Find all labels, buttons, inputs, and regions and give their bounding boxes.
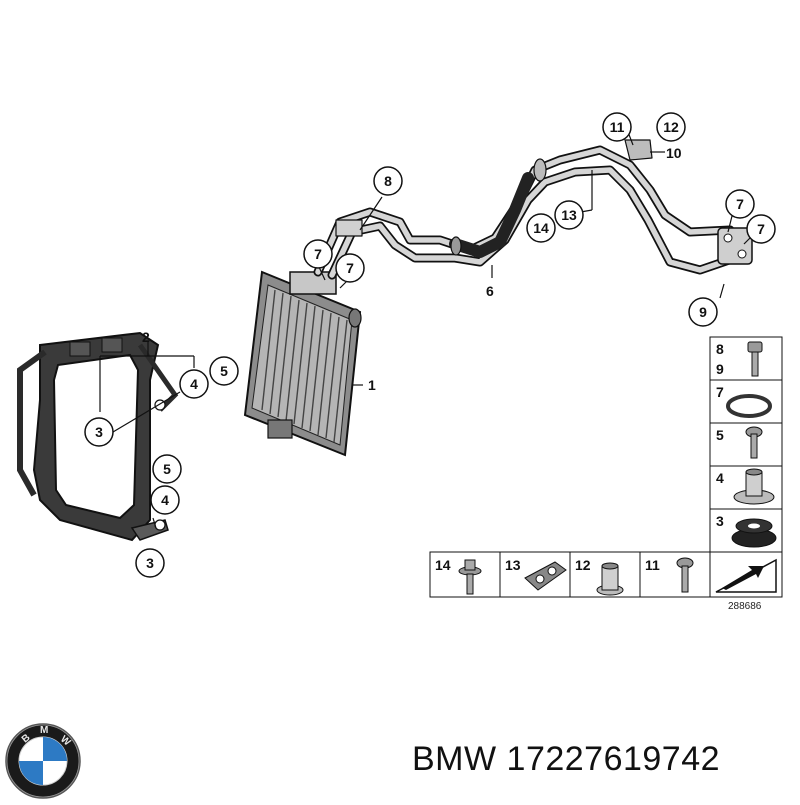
callout-7-mid: 7 bbox=[335, 253, 365, 283]
legend-11: 11 bbox=[645, 557, 660, 573]
callout-4-upper: 4 bbox=[179, 369, 209, 399]
legend-7: 7 bbox=[716, 384, 724, 400]
legend-9: 9 bbox=[716, 361, 724, 377]
callout-7-right-top-text: 7 bbox=[736, 196, 744, 212]
legend-8: 8 bbox=[716, 341, 724, 357]
part-number-label: BMW 17227619742 bbox=[412, 740, 721, 778]
callout-13-text: 13 bbox=[561, 207, 577, 223]
parts-legend: 8 9 7 5 4 3 14 bbox=[429, 336, 783, 598]
grommet-icon bbox=[733, 468, 775, 505]
oil-cooler bbox=[243, 270, 362, 457]
legend-4: 4 bbox=[716, 470, 724, 486]
pipe-clamp-icon bbox=[524, 561, 567, 591]
legend-12: 12 bbox=[575, 557, 591, 573]
callouts: 2 1 6 10 3 4 5 5 4 3 7 bbox=[84, 112, 776, 578]
callout-5-lower: 5 bbox=[152, 454, 182, 484]
callout-14: 14 bbox=[526, 213, 556, 243]
svg-text:M: M bbox=[40, 725, 48, 736]
callout-7-left: 7 bbox=[303, 239, 333, 269]
callout-7-right: 7 bbox=[746, 214, 776, 244]
callout-2: 2 bbox=[142, 329, 150, 345]
callout-9: 9 bbox=[688, 297, 718, 327]
callout-7-right-top: 7 bbox=[725, 189, 755, 219]
legend-13: 13 bbox=[505, 557, 521, 573]
o-ring-icon bbox=[726, 394, 772, 418]
callout-4-lower: 4 bbox=[150, 485, 180, 515]
callout-5-upper: 5 bbox=[209, 356, 239, 386]
flange-bolt-icon bbox=[458, 559, 482, 595]
bushing-icon bbox=[596, 562, 624, 596]
callout-7-right-text: 7 bbox=[757, 221, 765, 237]
diagram-reference-number: 288686 bbox=[728, 601, 762, 612]
callout-8-text: 8 bbox=[384, 173, 392, 189]
legend-14: 14 bbox=[435, 557, 451, 573]
callout-3-lower: 3 bbox=[135, 548, 165, 578]
bmw-roundel-icon: B M W bbox=[5, 723, 81, 799]
callout-8: 8 bbox=[373, 166, 403, 196]
leader-lines bbox=[99, 131, 753, 529]
direction-arrow-icon bbox=[715, 558, 777, 593]
callout-12: 12 bbox=[656, 112, 686, 142]
callout-3-upper-text: 3 bbox=[95, 424, 103, 440]
callout-11: 11 bbox=[602, 112, 632, 142]
callout-5-lower-text: 5 bbox=[163, 461, 171, 477]
callout-10: 10 bbox=[666, 145, 682, 161]
callout-14-text: 14 bbox=[533, 220, 549, 236]
callout-5-upper-text: 5 bbox=[220, 363, 228, 379]
callout-7-mid-text: 7 bbox=[346, 260, 354, 276]
callout-4-upper-text: 4 bbox=[190, 376, 198, 392]
screw-icon bbox=[745, 426, 763, 459]
callout-4-lower-text: 4 bbox=[161, 492, 169, 508]
callout-7-left-text: 7 bbox=[314, 246, 322, 262]
bmw-logo: B M W bbox=[4, 722, 82, 800]
oil-pipes bbox=[313, 139, 753, 280]
round-bolt-icon bbox=[676, 557, 694, 593]
callout-13: 13 bbox=[554, 200, 584, 230]
callout-12-text: 12 bbox=[663, 119, 679, 135]
callout-3-upper: 3 bbox=[84, 417, 114, 447]
callout-1: 1 bbox=[368, 377, 376, 393]
callout-3-lower-text: 3 bbox=[146, 555, 154, 571]
legend-3: 3 bbox=[716, 513, 724, 529]
callout-9-text: 9 bbox=[699, 304, 707, 320]
bolt-icon bbox=[747, 341, 763, 377]
callout-6: 6 bbox=[486, 283, 494, 299]
callout-11-text: 11 bbox=[610, 119, 625, 135]
legend-5: 5 bbox=[716, 427, 724, 443]
rubber-mount-icon bbox=[731, 518, 777, 548]
